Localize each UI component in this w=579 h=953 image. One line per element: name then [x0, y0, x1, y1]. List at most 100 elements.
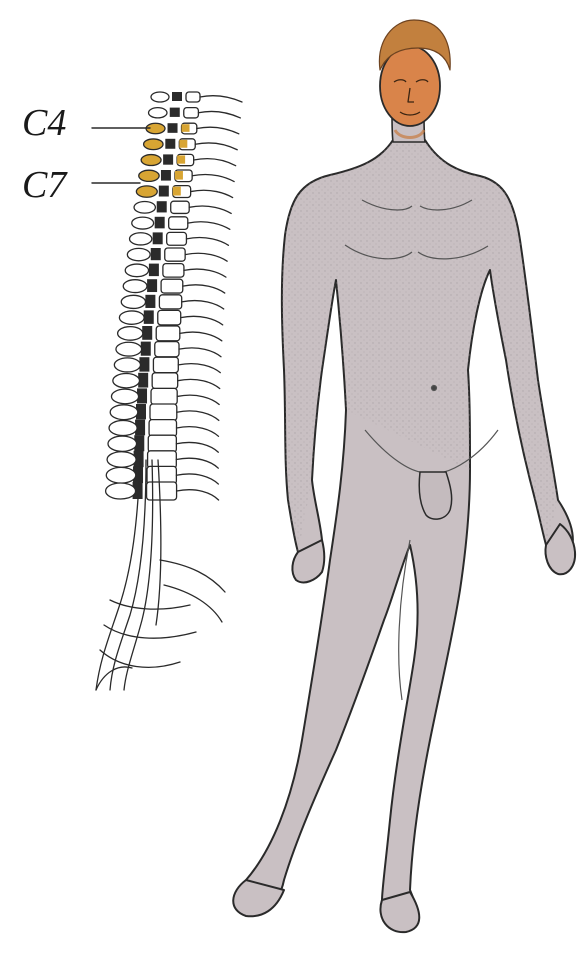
- nerve-root: [111, 389, 138, 404]
- rib-line: [180, 332, 222, 341]
- rib-line: [177, 411, 219, 420]
- cord-segment: [159, 186, 169, 197]
- rib-line: [192, 174, 234, 181]
- highlighted-level-marker: [177, 155, 185, 163]
- nerve-root: [107, 452, 136, 468]
- rib-line: [177, 427, 219, 437]
- cord-segment: [153, 232, 163, 244]
- cord-segment: [147, 279, 157, 292]
- rib-line: [188, 222, 230, 230]
- vertebra: [171, 201, 189, 213]
- human-figure: [233, 20, 575, 932]
- nerve-root: [123, 280, 147, 293]
- vertebra: [163, 264, 184, 278]
- nerve-root: [130, 233, 152, 245]
- nerve-root: [106, 483, 136, 499]
- rib-line: [186, 238, 228, 246]
- rib-line: [195, 143, 237, 150]
- rib-line: [176, 442, 218, 452]
- rib-line: [177, 490, 219, 500]
- vertebra: [151, 388, 177, 404]
- rib-line: [185, 253, 227, 261]
- vertebra: [165, 248, 185, 261]
- right-foot: [380, 892, 419, 932]
- cord-segment: [170, 108, 180, 117]
- nerve-root: [127, 248, 150, 260]
- nerve-root: [113, 374, 140, 388]
- c7-label: C7: [22, 166, 66, 204]
- rib-line: [178, 364, 220, 373]
- nerve-root: [119, 311, 144, 324]
- rib-line: [194, 159, 236, 166]
- vertebra: [184, 108, 199, 118]
- cord-segment: [145, 295, 155, 308]
- highlighted-nerve-root: [141, 155, 161, 166]
- spinal-column: [92, 92, 242, 690]
- cord-segment: [155, 217, 165, 229]
- rib-line: [198, 111, 240, 117]
- nerve-root: [116, 342, 142, 356]
- nerve-root: [132, 217, 154, 229]
- vertebra: [155, 342, 179, 357]
- nerve-root: [106, 467, 136, 483]
- vertebra: [152, 373, 178, 389]
- vertebra: [147, 482, 177, 500]
- nerve-root: [118, 327, 143, 341]
- nerve-root: [149, 108, 167, 118]
- rib-line: [178, 379, 220, 388]
- rib-line: [191, 190, 233, 197]
- highlighted-nerve-root: [144, 139, 163, 150]
- highlighted-level-marker: [173, 187, 181, 196]
- vertebra: [167, 232, 187, 245]
- c4-label: C4: [22, 104, 66, 142]
- cord-segment: [163, 154, 173, 164]
- nerve-root: [109, 420, 137, 435]
- highlighted-level-marker: [182, 124, 190, 132]
- cord-segment: [161, 170, 171, 181]
- highlighted-nerve-root: [139, 170, 159, 181]
- rib-line: [176, 474, 218, 484]
- vertebra: [148, 435, 176, 452]
- rib-line: [179, 348, 221, 357]
- cord-segment: [157, 201, 167, 212]
- vertebra: [156, 326, 180, 341]
- cord-segment: [149, 264, 159, 277]
- highlighted-level-marker: [179, 140, 187, 148]
- rib-line: [200, 96, 242, 102]
- vertebra: [169, 217, 188, 230]
- highlighted-level-marker: [175, 171, 183, 180]
- nerve-root: [121, 295, 145, 308]
- rib-line: [189, 206, 231, 213]
- vertebrae: [147, 92, 242, 500]
- nerve-root: [110, 405, 138, 420]
- cord-segment: [165, 139, 175, 149]
- cord-segment: [172, 92, 182, 101]
- genital-region: [419, 472, 451, 519]
- cord-segment: [141, 342, 151, 356]
- rib-line: [182, 301, 224, 309]
- vertebra: [158, 310, 181, 324]
- vertebra: [149, 420, 176, 437]
- cord-segment: [151, 248, 161, 260]
- rib-line: [177, 395, 219, 404]
- rib-line: [184, 269, 226, 277]
- nerve-root: [134, 201, 155, 213]
- vertebra: [150, 404, 177, 420]
- cord-segment: [144, 310, 154, 323]
- rib-line: [183, 285, 225, 293]
- cord-segment: [142, 326, 152, 340]
- nerve-root: [125, 264, 148, 277]
- vertebra: [161, 279, 183, 293]
- vertebra: [186, 92, 200, 102]
- vertebra: [159, 295, 181, 309]
- nerve-root: [151, 92, 169, 102]
- vertebra: [153, 357, 178, 372]
- cord-segment: [168, 123, 178, 133]
- rib-line: [181, 316, 223, 325]
- highlighted-nerve-root: [136, 186, 157, 197]
- rib-line: [176, 458, 218, 468]
- nerve-root: [108, 436, 137, 451]
- nerve-root: [114, 358, 140, 372]
- rib-line: [197, 127, 239, 134]
